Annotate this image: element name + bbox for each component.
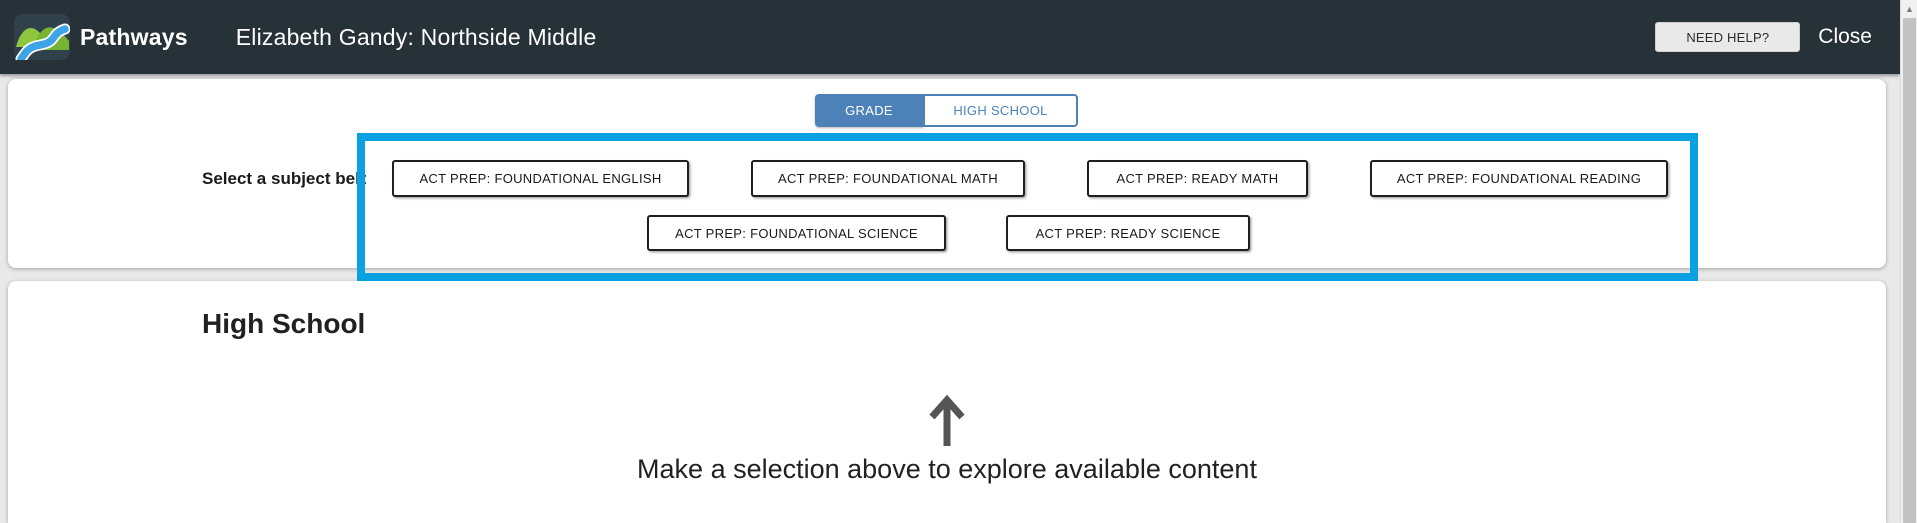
vertical-scrollbar: ▲ — [1900, 0, 1917, 523]
grade-level-tabs: GRADE HIGH SCHOOL — [815, 94, 1078, 127]
select-subject-label: Select a subject below — [202, 169, 366, 188]
tab-grade[interactable]: GRADE — [815, 94, 923, 127]
subject-button-ready-math[interactable]: ACT PREP: READY MATH — [1087, 160, 1308, 197]
page-title: Elizabeth Gandy: Northside Middle — [235, 23, 597, 50]
brand-name: Pathways — [80, 23, 188, 50]
scrollbar-thumb[interactable] — [1903, 18, 1916, 523]
subject-button-ready-science[interactable]: ACT PREP: READY SCIENCE — [1006, 215, 1250, 251]
pathways-logo-icon — [14, 14, 70, 60]
app-header: Pathways Elizabeth Gandy: Northside Midd… — [0, 0, 1900, 74]
content-card: High School Make a selection above to ex… — [8, 281, 1886, 523]
subject-button-foundational-english[interactable]: ACT PREP: FOUNDATIONAL ENGLISH — [392, 160, 689, 197]
subject-button-foundational-reading[interactable]: ACT PREP: FOUNDATIONAL READING — [1370, 160, 1668, 197]
tab-high-school[interactable]: HIGH SCHOOL — [923, 94, 1078, 127]
empty-state-message: Make a selection above to explore availa… — [637, 454, 1257, 484]
up-arrow-icon — [929, 394, 965, 446]
scroll-up-icon[interactable]: ▲ — [1905, 3, 1914, 14]
subject-button-foundational-math[interactable]: ACT PREP: FOUNDATIONAL MATH — [751, 160, 1025, 197]
section-heading: High School — [202, 308, 366, 339]
close-button[interactable]: Close — [1818, 25, 1872, 48]
need-help-button[interactable]: NEED HELP? — [1655, 22, 1801, 52]
subject-button-foundational-science[interactable]: ACT PREP: FOUNDATIONAL SCIENCE — [647, 215, 946, 251]
